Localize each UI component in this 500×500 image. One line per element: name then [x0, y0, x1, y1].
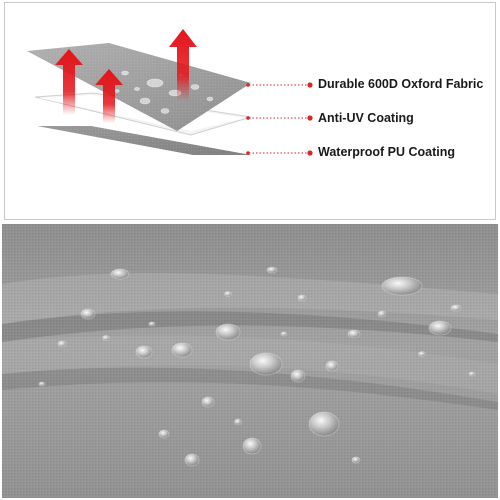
layers-diagram [27, 29, 313, 156]
pu-coating-layer [33, 125, 253, 156]
water-droplets [38, 266, 476, 467]
heat-arrow-icon [55, 49, 83, 115]
layers-diagram-panel: Durable 600D Oxford Fabric Anti-UV Coati… [4, 2, 496, 220]
heat-arrow-icon [95, 69, 123, 123]
layer-label-anti-uv: Anti-UV Coating [318, 111, 414, 125]
leader-lines [249, 84, 307, 154]
heat-arrow-icon [169, 29, 197, 101]
layer-label-oxford-fabric: Durable 600D Oxford Fabric [318, 77, 484, 91]
layer-label-pu-coating: Waterproof PU Coating [318, 145, 456, 159]
fabric-water-droplets-photo [2, 224, 498, 498]
fabric-photo-illustration [2, 224, 498, 498]
leader-dots [246, 82, 313, 156]
